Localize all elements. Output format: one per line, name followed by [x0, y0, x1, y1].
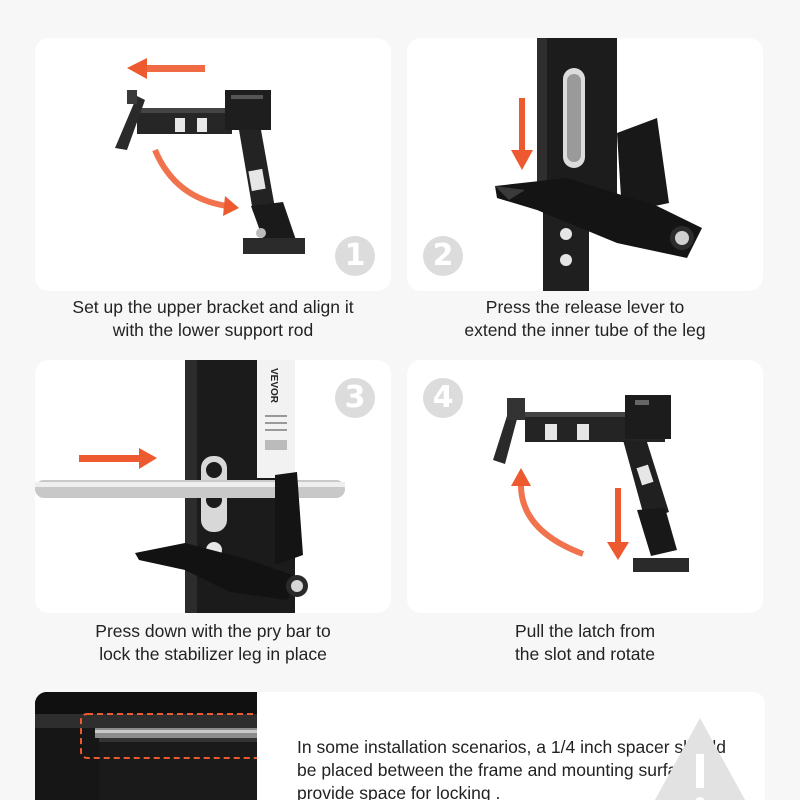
step-4-image-panel: 4	[407, 360, 763, 613]
step-1-caption: Set up the upper bracket and align it wi…	[72, 297, 354, 340]
curved-arrow-up-icon	[511, 468, 585, 557]
spacer-photo	[35, 692, 257, 800]
spacer-closeup-image	[35, 692, 257, 800]
spacer-note-panel: In some installation scenarios, a 1/4 in…	[35, 692, 765, 800]
stabilizer-jack-folding-image	[115, 58, 305, 254]
arrow-down-icon	[511, 98, 533, 170]
arrow-right-icon	[79, 448, 157, 469]
arrow-down-icon	[607, 488, 629, 560]
pry-bar-locking-image: VEVOR	[35, 360, 345, 613]
curved-arrow-icon	[152, 148, 239, 216]
step-1-image-panel: 1	[35, 38, 391, 291]
latch-rotate-image	[493, 395, 689, 572]
step-4-caption: Pull the latch from the slot and rotate	[514, 621, 656, 664]
brand-label: VEVOR	[268, 368, 279, 404]
step-3-caption: Press down with the pry bar to lock the …	[95, 621, 331, 664]
step-2-caption: Press the release lever to extend the in…	[464, 297, 706, 340]
step-2-image-panel: 2	[407, 38, 763, 291]
step-number-badge: 3	[335, 378, 375, 418]
step-3-image-panel: VEVOR 3	[35, 360, 391, 613]
arrow-left-icon	[127, 58, 205, 79]
warning-triangle-icon	[654, 718, 746, 800]
step-number-badge: 4	[423, 378, 463, 418]
release-lever-image	[495, 38, 702, 291]
step-number-badge: 1	[335, 236, 375, 276]
spacer-note-text: In some installation scenarios, a 1/4 in…	[297, 737, 726, 800]
step-number-badge: 2	[423, 236, 463, 276]
